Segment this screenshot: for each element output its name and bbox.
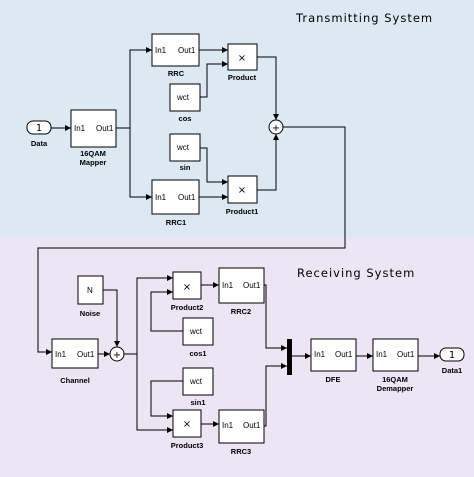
svg-text:wct: wct: [189, 377, 203, 386]
product2-label: Product2: [171, 303, 204, 312]
data-label: Data: [31, 139, 48, 148]
noise-label: Noise: [80, 309, 100, 318]
rx-sum-block[interactable]: +: [109, 346, 125, 362]
rrc2-label: RRC2: [231, 307, 251, 316]
svg-text:×: ×: [238, 53, 246, 64]
svg-text:N: N: [87, 286, 93, 295]
product3-block[interactable]: ×: [172, 409, 202, 438]
data1-label: Data1: [442, 366, 462, 375]
svg-text:wct: wct: [189, 327, 203, 336]
svg-text:In1: In1: [55, 350, 67, 359]
svg-text:1: 1: [449, 350, 455, 361]
channel-label: Channel: [60, 376, 90, 385]
svg-text:In1: In1: [314, 350, 326, 359]
svg-text:Out1: Out1: [397, 350, 415, 359]
dfe-block[interactable]: In1 Out1: [310, 338, 357, 372]
demapper-block[interactable]: In1 Out1: [372, 338, 419, 372]
rx-title: Receiving System: [297, 266, 415, 280]
rx-wires: [98, 275, 440, 433]
rrc-label: RRC: [168, 69, 185, 78]
svg-text:wct: wct: [176, 93, 190, 102]
cos1-block[interactable]: wct: [182, 317, 214, 346]
mapper-block[interactable]: In1 Out1: [70, 109, 117, 148]
tx-sum-block[interactable]: +: [268, 119, 284, 135]
sin-label: sin: [180, 163, 191, 172]
product-block[interactable]: ×: [227, 43, 258, 71]
data-inport[interactable]: 1: [26, 120, 52, 135]
cos-block[interactable]: wct: [169, 83, 201, 112]
svg-text:Out1: Out1: [335, 350, 353, 359]
svg-text:In1: In1: [155, 46, 167, 55]
rrc1-block[interactable]: In1 Out1: [151, 179, 200, 215]
svg-text:Out1: Out1: [96, 124, 114, 133]
svg-text:Out1: Out1: [77, 350, 95, 359]
svg-text:Out1: Out1: [178, 46, 196, 55]
svg-text:+: +: [113, 350, 121, 361]
svg-text:Out1: Out1: [243, 421, 261, 430]
channel-block[interactable]: In1 Out1: [51, 338, 99, 369]
svg-text:In1: In1: [222, 421, 234, 430]
sin1-block[interactable]: wct: [182, 367, 214, 396]
svg-text:In1: In1: [155, 193, 167, 202]
product3-label: Product3: [171, 441, 204, 450]
svg-text:In1: In1: [222, 281, 234, 290]
rrc2-block[interactable]: In1 Out1: [218, 267, 265, 304]
data1-outport[interactable]: 1: [439, 347, 465, 362]
cos1-label: cos1: [189, 349, 206, 358]
product1-label: Product1: [226, 207, 259, 216]
dfe-label: DFE: [326, 375, 341, 384]
svg-text:In1: In1: [376, 350, 388, 359]
rrc1-label: RRC1: [166, 218, 186, 227]
svg-text:wct: wct: [176, 143, 190, 152]
cos-label: cos: [179, 114, 192, 123]
rrc3-label: RRC3: [231, 447, 251, 456]
rrc-block[interactable]: In1 Out1: [151, 33, 200, 67]
sin1-label: sin1: [190, 398, 205, 407]
mux-block[interactable]: [287, 339, 292, 375]
svg-text:×: ×: [183, 419, 191, 430]
svg-text:In1: In1: [74, 124, 86, 133]
sin-block[interactable]: wct: [169, 133, 201, 162]
svg-text:×: ×: [238, 185, 246, 196]
noise-block[interactable]: N: [77, 275, 104, 305]
tx-title: Transmitting System: [295, 11, 433, 25]
tx-wires: [37, 47, 346, 355]
svg-text:1: 1: [36, 123, 42, 134]
svg-text:Out1: Out1: [243, 281, 261, 290]
svg-text:+: +: [272, 123, 280, 134]
svg-text:Out1: Out1: [178, 193, 196, 202]
svg-text:×: ×: [183, 282, 191, 293]
product2-block[interactable]: ×: [172, 271, 202, 300]
rrc3-block[interactable]: In1 Out1: [218, 409, 265, 444]
product-label: Product: [228, 73, 257, 82]
product1-block[interactable]: ×: [227, 175, 258, 204]
